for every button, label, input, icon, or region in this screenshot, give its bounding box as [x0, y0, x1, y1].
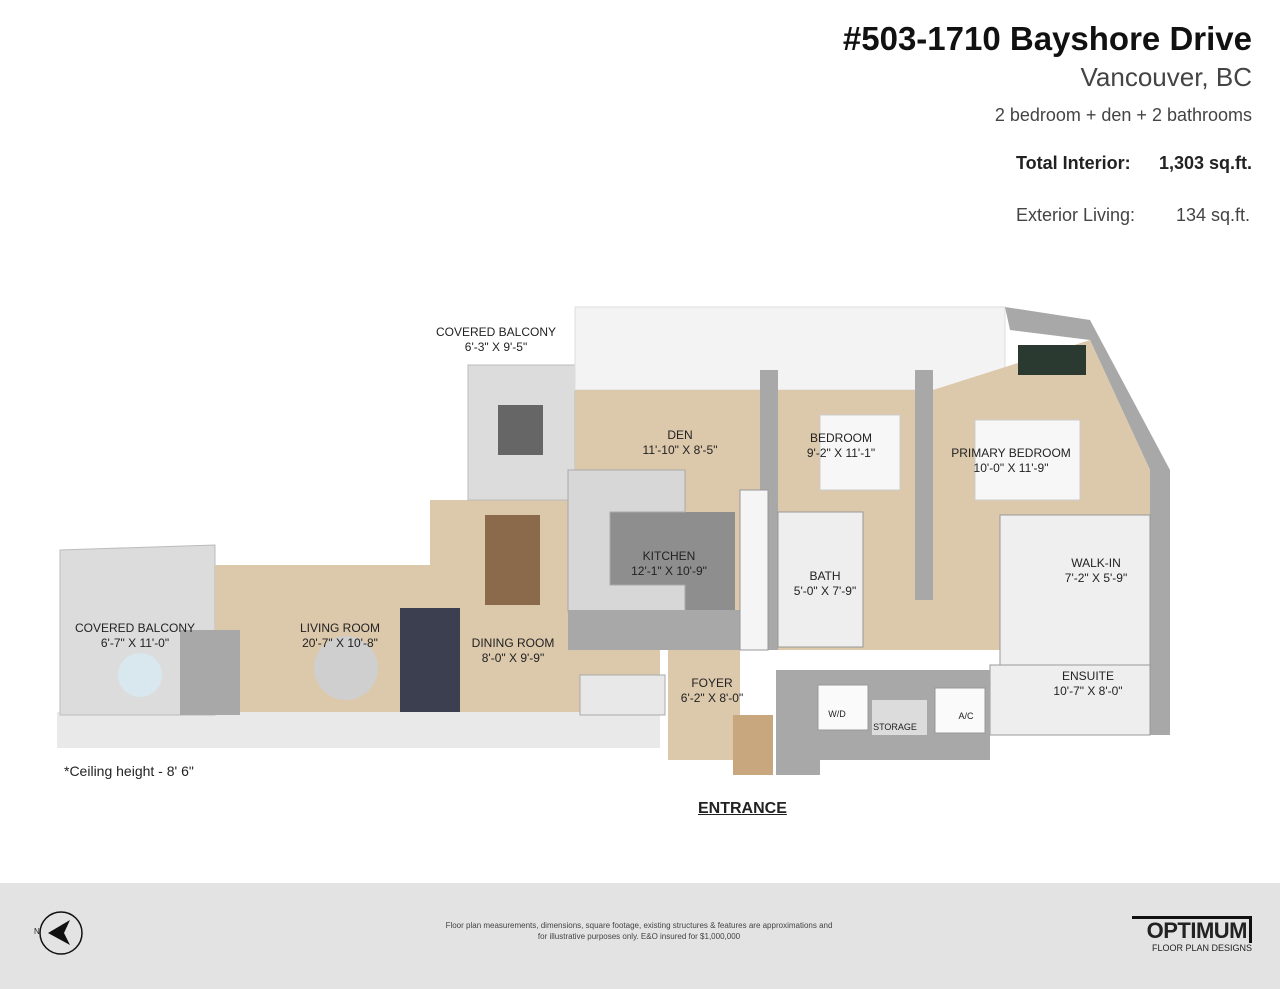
floor-plan	[57, 306, 1170, 775]
total-interior-value: 1,303 sq.ft.	[1158, 153, 1252, 173]
bed	[819, 414, 901, 491]
total-interior-label: Total Interior:	[1016, 153, 1131, 173]
ac-unit	[934, 687, 986, 734]
optimum-logo: OPTIMUM FLOOR PLAN DESIGNS	[1132, 916, 1252, 953]
exterior-living-label: Exterior Living:	[1016, 205, 1136, 225]
footer: N Floor plan measurements, dimensions, s…	[0, 883, 1280, 989]
entry-door	[733, 715, 773, 775]
sofa	[400, 608, 460, 712]
disclaimer: Floor plan measurements, dimensions, squ…	[445, 921, 833, 941]
primary-bed	[974, 419, 1081, 501]
balcony-round-table	[118, 653, 162, 697]
wall-art	[1018, 345, 1086, 375]
windows-top	[574, 306, 1006, 391]
washer-dryer	[817, 684, 869, 731]
bath-area	[777, 511, 864, 648]
balcony-table	[498, 405, 543, 455]
wall	[915, 370, 933, 600]
property-summary: 2 bedroom + den + 2 bathrooms	[994, 105, 1252, 125]
property-address: #503-1710 Bayshore Drive	[842, 20, 1252, 57]
compass-icon: N	[34, 910, 84, 961]
right-wall	[1005, 307, 1170, 735]
exterior-living-value: 134 sq.ft.	[1175, 205, 1250, 225]
ensuite-area	[989, 664, 1151, 736]
ac-label: A/C	[958, 711, 974, 721]
storage	[872, 700, 927, 735]
storage-label: STORAGE	[873, 722, 917, 732]
wall	[180, 630, 240, 715]
dining-table	[485, 515, 540, 605]
entrance-label: ENTRANCE	[698, 800, 787, 817]
coffee-table	[314, 636, 378, 700]
property-city: Vancouver, BC	[1080, 62, 1252, 92]
walk-in-area	[999, 514, 1151, 666]
fridge-counter	[739, 489, 769, 651]
wall	[568, 610, 740, 650]
exterior-wall	[57, 712, 660, 748]
compass-label: N	[34, 927, 40, 936]
ceiling-note: *Ceiling height - 8' 6"	[64, 763, 194, 779]
wd-label: W/D	[828, 709, 846, 719]
foyer-closet	[579, 674, 666, 716]
